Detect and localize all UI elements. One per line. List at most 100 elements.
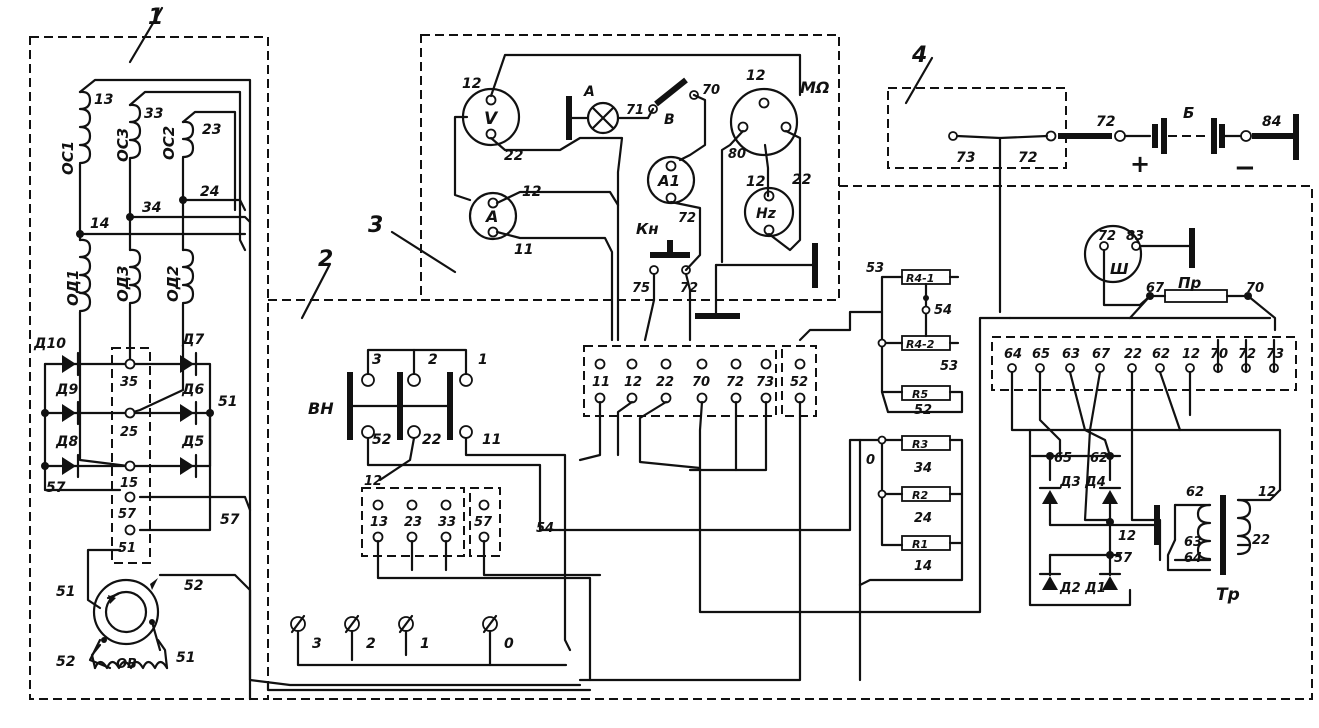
generator-labels: ОС1 ОС3 ОС2 ОД1 ОД3 ОД2 Д10 Д7 Д9 Д6 Д8 … xyxy=(33,92,240,672)
right-term-72: 72 xyxy=(1238,347,1256,362)
block-outlines xyxy=(29,6,1313,700)
terminal-25-label: 25 xyxy=(120,425,138,440)
right-node-65: 65 xyxy=(1054,451,1072,466)
vn-label: ВН xyxy=(308,399,334,418)
resistor-r4-2-label: R4-2 xyxy=(906,338,935,351)
meter-node-12-mohm: 12 xyxy=(746,68,765,84)
vn-term-11: 11 xyxy=(482,432,501,448)
right-node-72-shunt: 72 xyxy=(1098,229,1116,244)
terminal-35-label: 35 xyxy=(120,375,138,390)
wire-54-label: 54 xyxy=(536,521,554,536)
res-node-52: 52 xyxy=(914,403,932,418)
resistor-bank xyxy=(858,269,964,682)
coil-os2-label: ОС2 xyxy=(160,126,178,160)
ammeter-a1-icon: А1 xyxy=(657,172,680,190)
right-term-22: 22 xyxy=(1124,347,1142,362)
node-57-left-label: 57 xyxy=(46,480,66,496)
resistor-r2-label: R2 xyxy=(912,489,928,502)
diode-d5-icon xyxy=(180,453,198,479)
right-node-12-tr: 12 xyxy=(1258,485,1276,500)
block2-node-33: 33 xyxy=(438,515,456,530)
ammeter-icon: А xyxy=(484,207,498,226)
diode-d9-icon xyxy=(62,400,80,426)
right-term-64: 64 xyxy=(1004,347,1022,362)
vn-term-2: 2 xyxy=(428,352,438,368)
button-kn-label: Кн xyxy=(636,220,659,238)
right-node-62-d: 62 xyxy=(1090,451,1108,466)
b4-node-72-batt: 72 xyxy=(1096,114,1115,130)
diodes-d3-d4-label: Д3 Д4 xyxy=(1059,475,1106,490)
diode-d7-label: Д7 xyxy=(181,332,204,348)
right-node-57: 57 xyxy=(1114,551,1133,566)
meter-node-22-v: 22 xyxy=(504,148,523,164)
res-node-54: 54 xyxy=(934,303,952,318)
meter-node-71: 71 xyxy=(626,103,644,118)
right-term-67: 67 xyxy=(1092,347,1111,362)
node-23-label: 23 xyxy=(202,122,221,138)
b4-node-84: 84 xyxy=(1262,114,1281,130)
res-node-14: 14 xyxy=(914,559,932,574)
coil-od3-label: ОД3 xyxy=(114,265,132,302)
block2-node-12: 12 xyxy=(364,474,382,489)
block-number-3: 3 xyxy=(368,213,383,238)
terminal-51-label: 51 xyxy=(118,541,136,556)
meter-node-72-a1: 72 xyxy=(678,211,696,226)
res-node-53-mid: 53 xyxy=(940,359,958,374)
res-node-0: 0 xyxy=(866,453,875,468)
meter-node-12-a: 12 xyxy=(522,184,541,200)
right-node-22: 22 xyxy=(1252,533,1270,548)
diode-d6-label: Д6 xyxy=(181,382,204,398)
bottom-term-1: 1 xyxy=(420,636,430,652)
node-51-right-label: 51 xyxy=(218,394,237,410)
right-term-62: 62 xyxy=(1152,347,1170,362)
vn-term-22: 22 xyxy=(422,432,441,448)
panel-strip-labels: 11 12 22 70 72 73 52 xyxy=(592,375,808,390)
strip-term-12: 12 xyxy=(624,375,642,390)
vn-term-52: 52 xyxy=(372,432,391,448)
block2-labels: ВН 3 2 1 52 22 11 12 13 23 33 57 54 3 2 … xyxy=(308,352,554,652)
diode-d10-label: Д10 xyxy=(33,336,66,352)
right-node-70: 70 xyxy=(1246,281,1264,296)
bottom-terminals xyxy=(290,614,568,667)
coil-os3-label: ОС3 xyxy=(114,128,132,162)
interconnect-wires xyxy=(266,438,862,692)
lamp-a-label: А xyxy=(583,84,595,100)
block-number-2: 2 xyxy=(318,247,333,272)
diode-d10-icon xyxy=(62,351,80,377)
block-number-1: 1 xyxy=(148,5,163,30)
resistor-r4-1-label: R4-1 xyxy=(906,272,934,285)
voltmeter-icon: V xyxy=(484,109,499,129)
resistor-r3-label: R3 xyxy=(912,438,928,451)
strip-term-22: 22 xyxy=(656,375,674,390)
diode-d6-icon xyxy=(180,400,198,426)
vn-term-3: 3 xyxy=(372,352,382,368)
resistor-r3-top-label: R5 xyxy=(912,388,928,401)
coil-od1-label: ОД1 xyxy=(64,269,82,306)
right-term-12: 12 xyxy=(1182,347,1200,362)
meter-node-22-hz: 22 xyxy=(792,172,811,188)
node-24-label: 24 xyxy=(200,184,219,200)
meter-node-70: 70 xyxy=(702,83,720,98)
res-node-24: 24 xyxy=(914,511,932,526)
diode-d5-label: Д5 xyxy=(181,434,204,450)
bottom-term-0: 0 xyxy=(504,636,514,652)
frequency-meter-icon: Hz xyxy=(756,206,777,222)
b4-node-72: 72 xyxy=(1018,150,1037,166)
vn-term-1: 1 xyxy=(478,352,488,368)
strip-term-11: 11 xyxy=(592,375,610,390)
right-node-63: 63 xyxy=(1184,535,1202,550)
node-51-bottom-label: 51 xyxy=(176,650,195,666)
res-node-53-top: 53 xyxy=(866,261,884,276)
node-33-label: 33 xyxy=(144,106,163,122)
coil-os1-label: ОС1 xyxy=(59,141,77,175)
block2-node-13: 13 xyxy=(370,515,388,530)
right-term-70: 70 xyxy=(1210,347,1228,362)
block2-terminal-box xyxy=(361,487,602,682)
right-node-62-tr: 62 xyxy=(1186,485,1204,500)
charger-section xyxy=(991,224,1297,607)
strip-term-52: 52 xyxy=(790,375,808,390)
b4-node-73: 73 xyxy=(956,150,975,166)
meter-node-75: 75 xyxy=(632,281,650,296)
exciter-ov-label: ОВ xyxy=(116,657,137,672)
